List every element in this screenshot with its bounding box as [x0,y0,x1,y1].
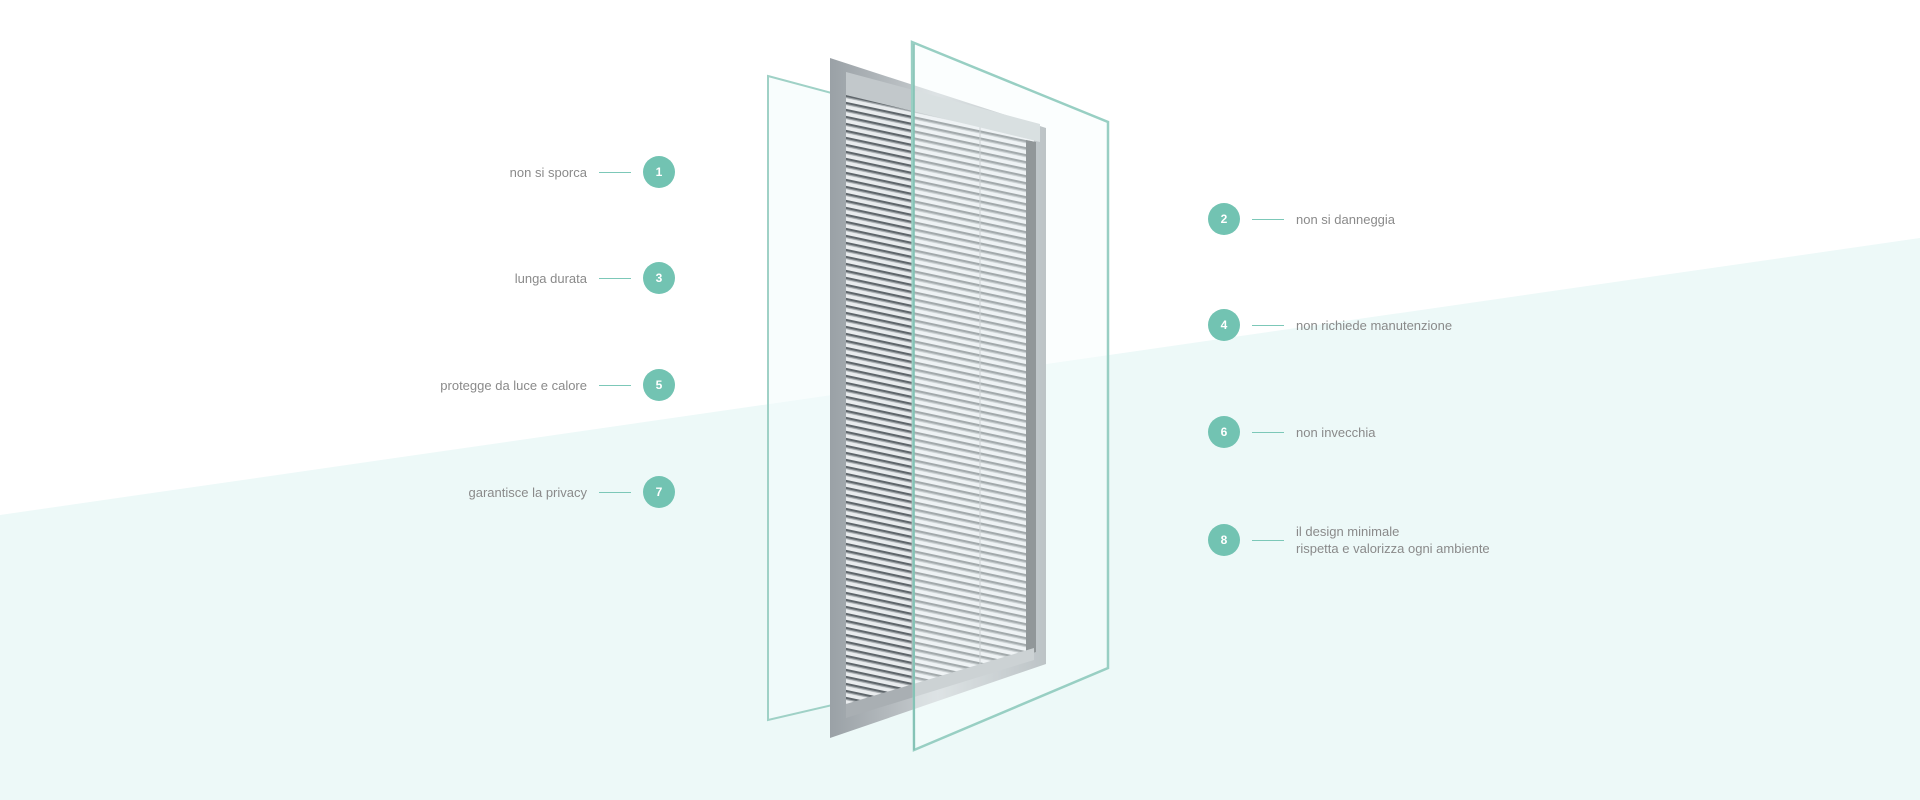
feature-label: lunga durata [514,270,587,286]
number-badge: 2 [1208,203,1240,235]
connector-line [599,491,631,493]
feature-label-line-2: rispetta e valorizza ogni ambiente [1296,541,1490,556]
number-badge: 1 [643,156,675,188]
feature-label: non si danneggia [1296,211,1396,227]
connector-line [599,384,631,386]
number-badge: 5 [643,369,675,401]
number-badge: 7 [643,476,675,508]
connector-line [1252,218,1284,220]
feature-label: garantisce la privacy [468,484,588,500]
feature-label: non invecchia [1296,424,1376,440]
number-badge: 3 [643,262,675,294]
connector-line [1252,539,1284,541]
feature-7: garantisce la privacy 7 [360,476,675,508]
feature-label-line-1: il design minimale [1296,524,1400,539]
number-badge: 4 [1208,309,1240,341]
feature-1: non si sporca 1 [360,156,675,188]
number-badge: 8 [1208,524,1240,556]
feature-6: 6 non invecchia [1208,416,1376,448]
number-badge: 6 [1208,416,1240,448]
feature-3: lunga durata 3 [360,262,675,294]
feature-label: non richiede manutenzione [1296,317,1453,333]
feature-label: non si sporca [509,164,587,180]
feature-5: protegge da luce e calore 5 [360,369,675,401]
connector-line [599,171,631,173]
connector-line [1252,431,1284,433]
feature-2: 2 non si danneggia [1208,203,1395,235]
feature-8: 8 il design minimale rispetta e valorizz… [1208,524,1492,556]
feature-label-multiline: il design minimale rispetta e valorizza … [1296,523,1492,557]
feature-label: protegge da luce e calore [440,377,587,393]
connector-line [599,277,631,279]
feature-4: 4 non richiede manutenzione [1208,309,1452,341]
connector-line [1252,324,1284,326]
